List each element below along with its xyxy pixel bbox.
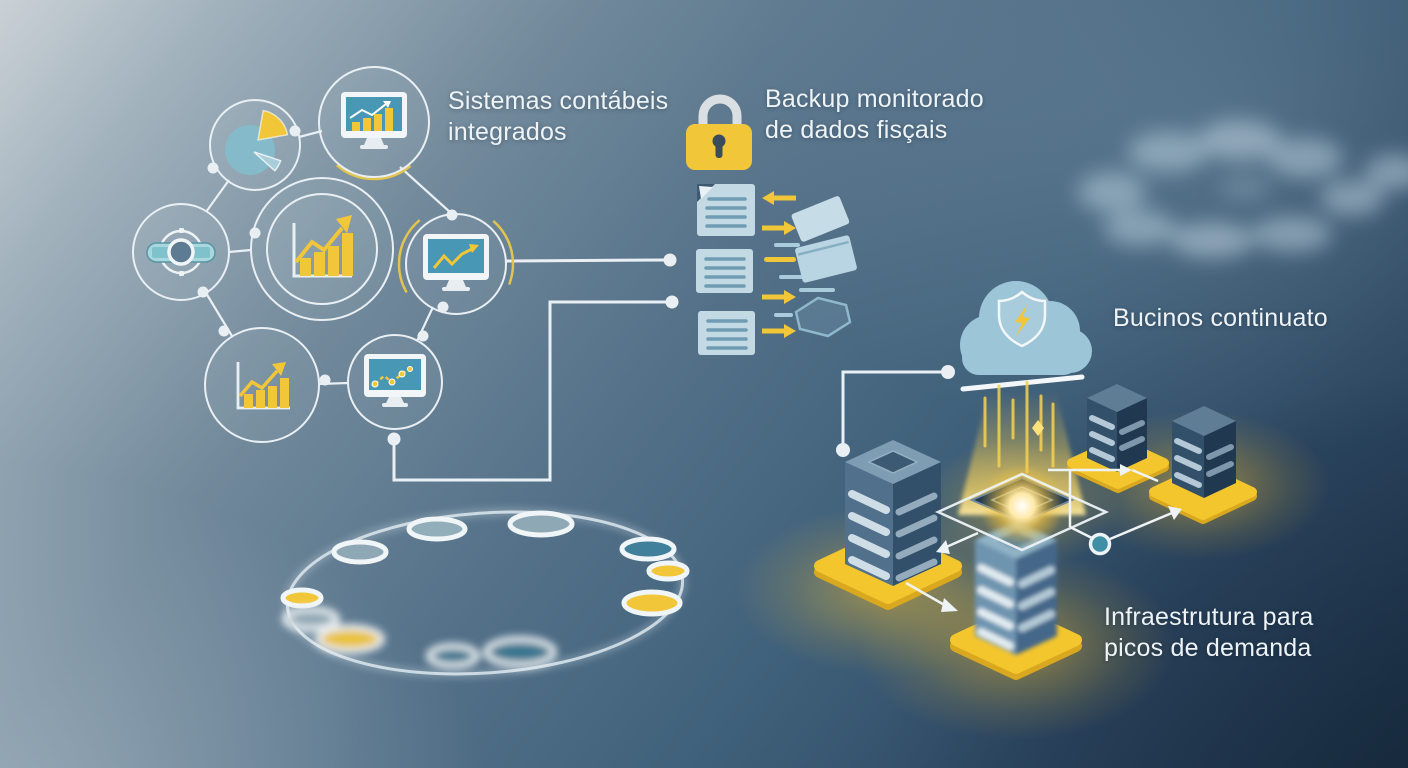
document-flow <box>696 184 857 355</box>
cloud-connector <box>836 365 955 457</box>
arrowheads <box>936 464 1182 612</box>
label-demand-infrastructure: Infraestrutura para picos de demanda <box>1104 602 1313 664</box>
server-tower-icon <box>1087 384 1147 472</box>
diamond-outline <box>934 472 1110 552</box>
label-monitored-backup: Backup monitorado de dados fisçais <box>765 84 984 146</box>
label-line: Sistemas contábeis <box>448 87 669 115</box>
label-business-continuity: Bucinos continuato <box>1113 303 1328 334</box>
hexagon-icon <box>794 296 852 338</box>
document-icon <box>697 184 755 236</box>
label-line: picos de demanda <box>1104 634 1312 662</box>
left-cluster <box>132 66 507 443</box>
teal-node-dot <box>1088 532 1112 556</box>
server-tower-icon <box>1172 406 1236 498</box>
cloud-shield-icon <box>960 281 1092 392</box>
label-line: Infraestrutura para <box>1104 603 1314 631</box>
hub-gear-icon <box>146 228 216 276</box>
yellow-accent-arcs <box>315 63 515 323</box>
blurred-gears-decoration <box>1078 120 1408 258</box>
cluster-connectors <box>197 63 679 482</box>
document-icon <box>698 311 755 355</box>
process-ring-icon <box>280 508 690 678</box>
padlock-icon <box>686 94 752 170</box>
node-bar-bottom <box>204 327 320 443</box>
glow-orb <box>980 464 1064 548</box>
scatter-chart-monitor-icon <box>364 354 426 407</box>
cloud-underline <box>960 374 1085 392</box>
label-line: de dados fisçais <box>765 116 948 144</box>
pie-chart-icon <box>225 109 289 175</box>
network-lines <box>905 468 1173 609</box>
sparkle-icon <box>1032 420 1044 436</box>
label-line: Backup monitorado <box>765 85 984 113</box>
folder-icon <box>791 196 857 338</box>
label-integrated-systems: Sistemas contábeis integrados <box>448 86 668 148</box>
server-tower-icon <box>845 440 941 586</box>
label-line: Bucinos continuato <box>1113 304 1328 332</box>
lightning-icon <box>1015 305 1030 336</box>
compute-core <box>905 464 1182 612</box>
document-icon <box>696 249 753 293</box>
label-line: integrados <box>448 118 567 146</box>
bar-chart-monitor-icon <box>341 92 407 149</box>
transfer-arrow-icon <box>762 191 796 338</box>
bar-chart-arrow-icon <box>236 362 290 410</box>
line-chart-monitor-icon <box>423 234 489 291</box>
bar-chart-growth-icon <box>292 215 353 278</box>
